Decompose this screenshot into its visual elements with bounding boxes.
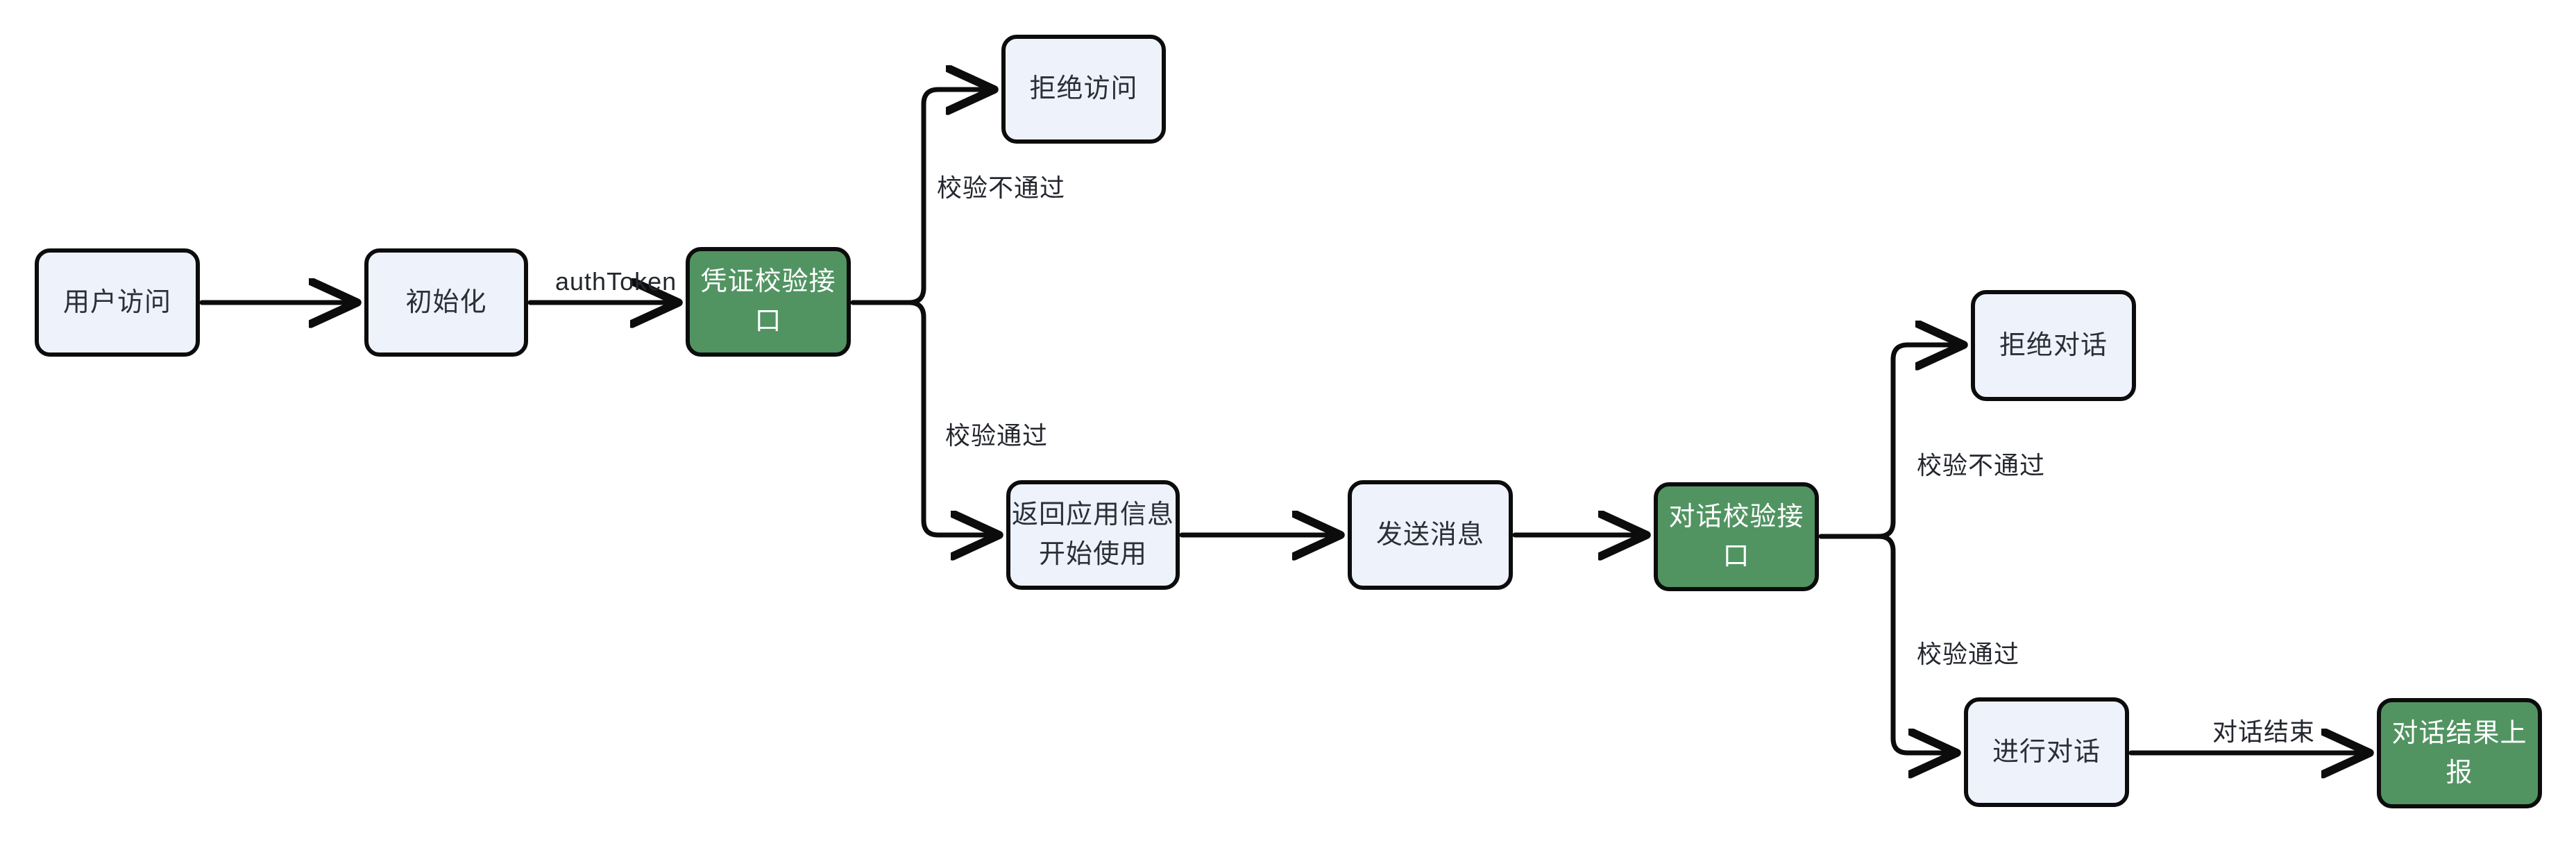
edge-label-auth-token: authToken (555, 267, 677, 296)
edge-label-dialog-verify-passed: 校验通过 (1917, 640, 2020, 668)
node-do-dialog[interactable]: 进行对话 (1964, 697, 2129, 807)
node-dialog-verify[interactable]: 对话校验接口 (1654, 482, 1819, 591)
connector-credential-verify-to-deny-access (906, 90, 992, 305)
node-label-user-access: 用户访问 (62, 287, 171, 317)
node-label-do-dialog: 进行对话 (1992, 737, 2101, 767)
node-return-app-info[interactable]: 返回应用信息 开始使用 (1006, 480, 1180, 590)
node-label-report-result: 对话结果上报 (2391, 718, 2527, 788)
node-deny-access[interactable]: 拒绝访问 (1001, 35, 1166, 144)
node-label-deny-dialog: 拒绝对话 (1999, 330, 2108, 360)
node-label-initialize: 初始化 (405, 287, 487, 317)
node-label-send-message: 发送消息 (1375, 520, 1484, 550)
edge-label-credential-verify-passed: 校验通过 (945, 421, 1049, 450)
connector-dialog-verify-to-do-dialog (1876, 534, 1955, 753)
node-initialize[interactable]: 初始化 (364, 248, 528, 357)
edge-label-dialog-finished: 对话结束 (2212, 717, 2316, 746)
node-label-deny-access: 拒绝访问 (1029, 74, 1138, 103)
edge-label-dialog-verify-failed: 校验不通过 (1917, 451, 2046, 479)
edge-label-credential-verify-failed: 校验不通过 (937, 173, 1066, 202)
node-report-result[interactable]: 对话结果上报 (2377, 698, 2542, 808)
node-label-credential-verify: 凭证校验接口 (700, 267, 836, 336)
node-label-return-app-info: 返回应用信息 开始使用 (1011, 500, 1174, 569)
node-deny-dialog[interactable]: 拒绝对话 (1971, 290, 2136, 401)
node-label-dialog-verify: 对话校验接口 (1668, 502, 1804, 571)
connector-credential-verify-to-return-info (906, 300, 997, 535)
node-user-access[interactable]: 用户访问 (35, 248, 200, 357)
connector-dialog-verify-to-deny-dialog (1876, 345, 1962, 539)
node-credential-verify[interactable]: 凭证校验接口 (686, 247, 851, 357)
node-send-message[interactable]: 发送消息 (1348, 480, 1513, 590)
